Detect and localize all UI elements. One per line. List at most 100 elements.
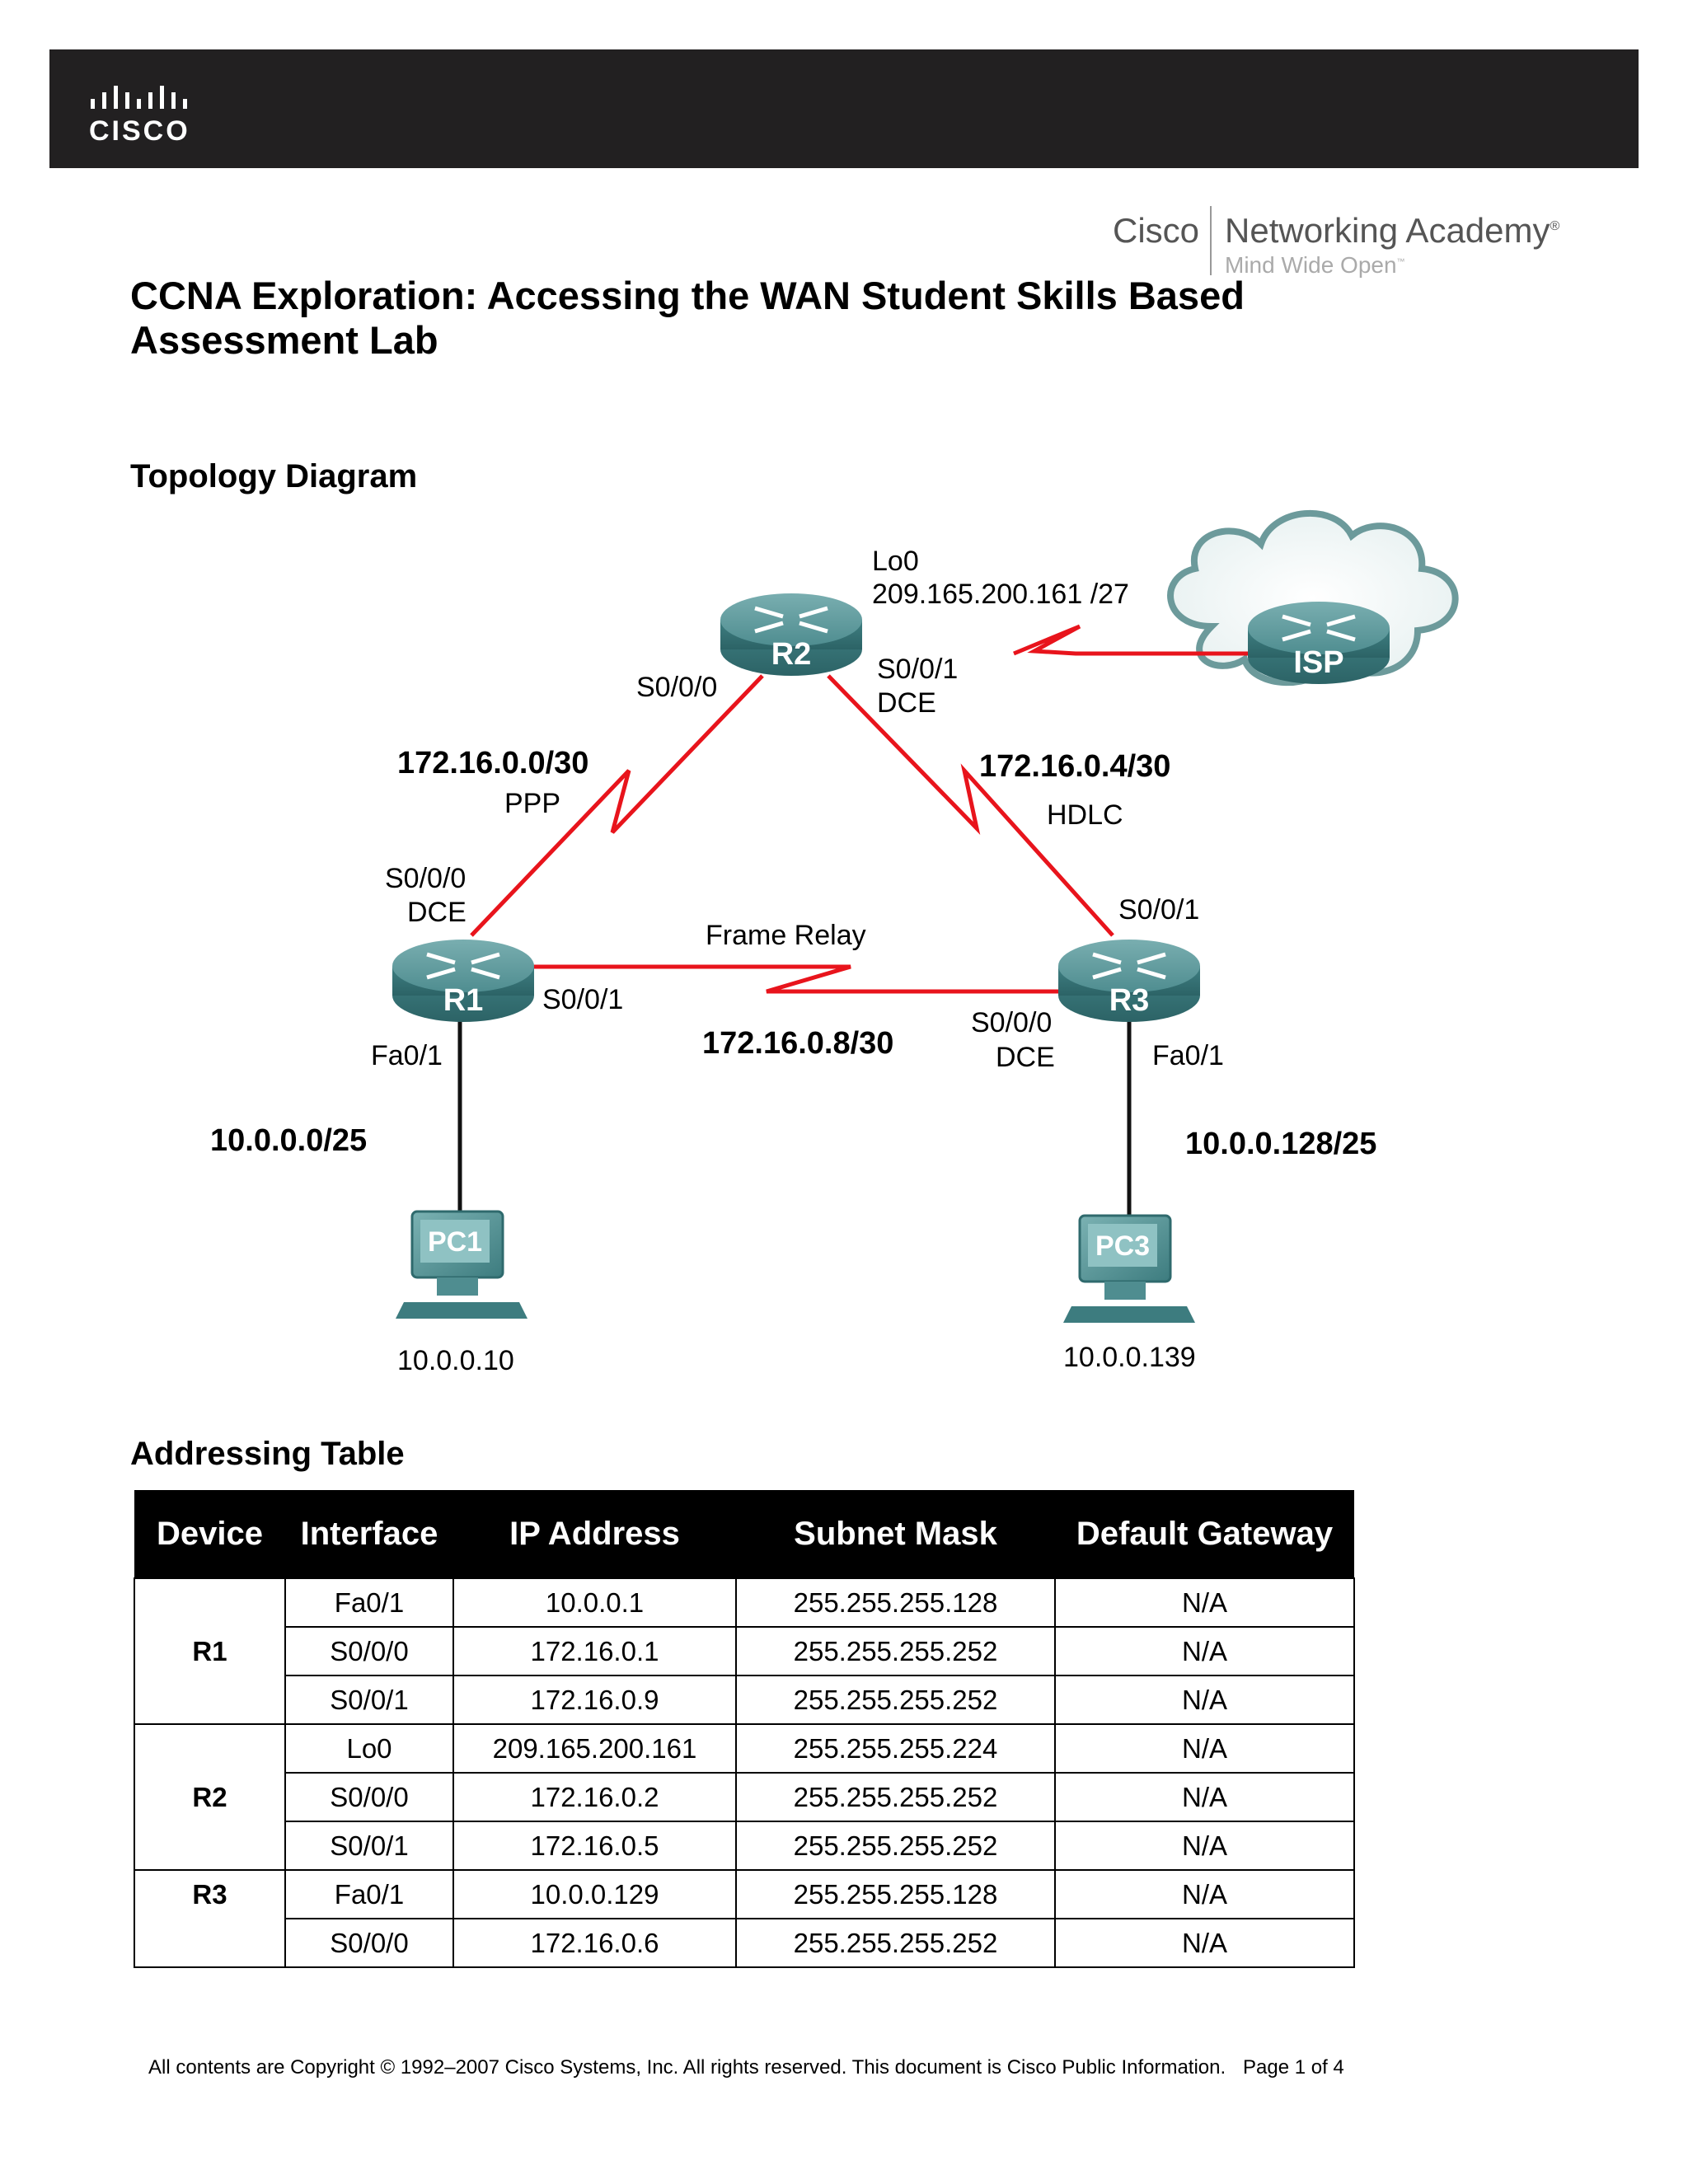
table-row: S0/0/0 172.16.0.2 255.255.255.252 N/A xyxy=(134,1772,1355,1822)
interface-cell: Fa0/1 xyxy=(284,1577,454,1628)
interface-cell: S0/0/0 xyxy=(284,1918,454,1968)
net-r1-r3-label: 172.16.0.8/30 xyxy=(702,1026,893,1061)
ip-cell: 172.16.0.5 xyxy=(452,1821,737,1871)
networking-academy-logo: Cisco Networking Academy® Mind Wide Open… xyxy=(1113,198,1640,288)
header-subnet-mask: Subnet Mask xyxy=(736,1490,1055,1578)
link-r2-isp xyxy=(1013,624,1253,656)
r1-label: R1 xyxy=(443,983,484,1018)
interface-cell: S0/0/0 xyxy=(284,1626,454,1676)
router-r1: R1 xyxy=(392,940,534,1022)
r2-dce-label: DCE xyxy=(877,687,936,719)
mask-cell: 255.255.255.252 xyxy=(735,1675,1056,1725)
table-row: R2 Lo0 209.165.200.161 255.255.255.224 N… xyxy=(134,1723,1355,1871)
academy-cisco-text: Cisco xyxy=(1113,211,1200,250)
ip-cell: 209.165.200.161 xyxy=(452,1723,737,1774)
header-device: Device xyxy=(134,1490,285,1578)
r2-s001-label: S0/0/1 xyxy=(877,654,958,685)
gateway-cell: N/A xyxy=(1054,1772,1355,1822)
table-row: R3 Fa0/1 10.0.0.129 255.255.255.128 N/A xyxy=(134,1869,1355,1968)
router-isp: ISP xyxy=(1248,602,1390,684)
mask-cell: 255.255.255.252 xyxy=(735,1918,1056,1968)
frame-relay-label: Frame Relay xyxy=(706,920,866,951)
interface-cell: Fa0/1 xyxy=(284,1869,454,1919)
page-number: Page 1 of 4 xyxy=(1243,2056,1344,2079)
lan1-label: 10.0.0.0/25 xyxy=(210,1123,367,1158)
addressing-table: Device Interface IP Address Subnet Mask … xyxy=(134,1490,1355,1968)
lan-links xyxy=(457,1018,1132,1216)
copyright-footer: All contents are Copyright © 1992–2007 C… xyxy=(148,2056,1226,2079)
header-bar: CISCO xyxy=(49,49,1639,168)
pc3-computer: PC3 xyxy=(1063,1214,1195,1323)
academy-name: Networking Academy® xyxy=(1225,211,1560,250)
gateway-cell: N/A xyxy=(1054,1577,1355,1628)
interface-cell: S0/0/0 xyxy=(284,1772,454,1822)
r3-s001-label: S0/0/1 xyxy=(1118,894,1199,926)
lo0-label: Lo0 xyxy=(872,546,919,577)
ip-cell: 10.0.0.1 xyxy=(452,1577,737,1628)
net-r1-r2-label: 172.16.0.0/30 xyxy=(397,746,588,780)
addressing-heading: Addressing Table xyxy=(130,1436,405,1472)
mask-cell: 255.255.255.252 xyxy=(735,1772,1056,1822)
device-cell: R1 xyxy=(134,1577,286,1725)
table-row: S0/0/0 172.16.0.1 255.255.255.252 N/A xyxy=(134,1626,1355,1676)
header-default-gateway: Default Gateway xyxy=(1055,1490,1354,1578)
gateway-cell: N/A xyxy=(1054,1869,1355,1919)
cisco-logo: CISCO xyxy=(84,82,208,147)
ip-cell: 172.16.0.9 xyxy=(452,1675,737,1725)
pc3-ip-label: 10.0.0.139 xyxy=(1063,1342,1196,1373)
pc1-ip-label: 10.0.0.10 xyxy=(397,1345,514,1376)
gateway-cell: N/A xyxy=(1054,1821,1355,1871)
interface-cell: S0/0/1 xyxy=(284,1821,454,1871)
cisco-wordmark: CISCO xyxy=(89,115,190,147)
mask-cell: 255.255.255.128 xyxy=(735,1577,1056,1628)
gateway-cell: N/A xyxy=(1054,1626,1355,1676)
header-ip-address: IP Address xyxy=(453,1490,736,1578)
link-r2-r3 xyxy=(827,674,1114,937)
link-r1-r3 xyxy=(528,964,1063,994)
ip-cell: 10.0.0.129 xyxy=(452,1869,737,1919)
gateway-cell: N/A xyxy=(1054,1918,1355,1968)
ip-cell: 172.16.0.1 xyxy=(452,1626,737,1676)
mask-cell: 255.255.255.252 xyxy=(735,1821,1056,1871)
pc1-computer: PC1 xyxy=(396,1210,528,1319)
r3-s000-label: S0/0/0 xyxy=(971,1007,1052,1038)
table-row: S0/0/1 172.16.0.9 255.255.255.252 N/A xyxy=(134,1675,1355,1725)
r3-dce-label: DCE xyxy=(996,1042,1055,1073)
interface-cell: S0/0/1 xyxy=(284,1675,454,1725)
academy-divider xyxy=(1210,206,1212,275)
device-cell: R2 xyxy=(134,1723,286,1871)
table-row: S0/0/0 172.16.0.6 255.255.255.252 N/A xyxy=(134,1918,1355,1968)
topology-diagram: R2 ISP R1 R3 PC1 xyxy=(210,509,1459,1376)
r1-dce-label: DCE xyxy=(407,897,467,928)
ip-cell: 172.16.0.6 xyxy=(452,1918,737,1968)
pc1-label: PC1 xyxy=(428,1226,482,1258)
r1-s000-label: S0/0/0 xyxy=(385,863,466,894)
mask-cell: 255.255.255.224 xyxy=(735,1723,1056,1774)
ip-cell: 172.16.0.2 xyxy=(452,1772,737,1822)
r2-s000-label: S0/0/0 xyxy=(636,672,717,703)
interface-cell: Lo0 xyxy=(284,1723,454,1774)
pc3-label: PC3 xyxy=(1095,1230,1150,1262)
device-cell: R3 xyxy=(134,1869,286,1968)
router-r3: R3 xyxy=(1058,940,1200,1022)
academy-tagline: Mind Wide Open™ xyxy=(1225,252,1405,278)
mask-cell: 255.255.255.128 xyxy=(735,1869,1056,1919)
r2-label: R2 xyxy=(771,637,812,672)
gateway-cell: N/A xyxy=(1054,1675,1355,1725)
wan-links xyxy=(470,624,1253,994)
r1-s001-label: S0/0/1 xyxy=(542,984,623,1015)
topology-heading: Topology Diagram xyxy=(130,458,418,494)
table-row: R1 Fa0/1 10.0.0.1 255.255.255.128 N/A xyxy=(134,1577,1355,1725)
gateway-cell: N/A xyxy=(1054,1723,1355,1774)
mask-cell: 255.255.255.252 xyxy=(735,1626,1056,1676)
header-interface: Interface xyxy=(285,1490,453,1578)
r1-fa01-label: Fa0/1 xyxy=(371,1040,443,1071)
page-title: CCNA Exploration: Accessing the WAN Stud… xyxy=(130,274,1245,362)
router-r2: R2 xyxy=(720,593,862,676)
table-row: S0/0/1 172.16.0.5 255.255.255.252 N/A xyxy=(134,1821,1355,1871)
table-header-row: Device Interface IP Address Subnet Mask … xyxy=(134,1490,1354,1578)
cisco-bridge-icon xyxy=(91,86,187,109)
r3-label: R3 xyxy=(1109,983,1150,1018)
net-r2-r3-label: 172.16.0.4/30 xyxy=(979,749,1170,784)
link-r1-r2 xyxy=(470,674,764,937)
